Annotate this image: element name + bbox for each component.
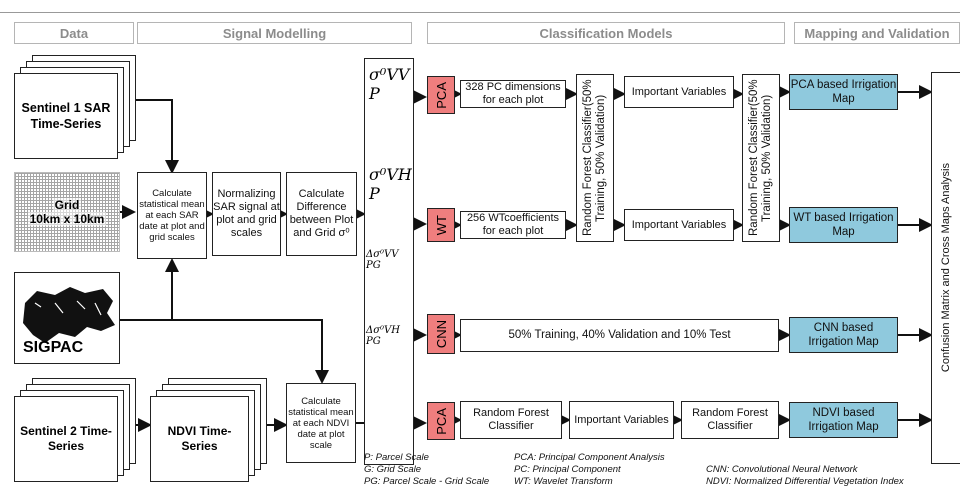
cnn-split-box: 50% Training, 40% Validation and 10% Tes… [460, 319, 779, 352]
grid-title: Grid [52, 198, 82, 212]
validation-label: Confusion Matrix and Cross Maps Analysis [939, 163, 952, 373]
top-border [0, 12, 960, 13]
sigpac-region-icon [23, 287, 115, 343]
cnn-irrigation-map: CNN based Irrigation Map [789, 317, 898, 353]
validation-box: Confusion Matrix and Cross Maps Analysis [931, 72, 960, 464]
rf-classifier-1-label: Random Forest Classifier(50% Training, 5… [582, 79, 607, 237]
wt-irrigation-map: WT based Irrigation Map [789, 207, 898, 243]
legend-pca: PCA: Principal Component Analysis [514, 452, 665, 463]
method-pca-ndvi-label: PCA [433, 407, 449, 435]
method-cnn-label: CNN [433, 319, 449, 349]
header-classification-models: Classification Models [427, 22, 785, 44]
header-mapping-validation: Mapping and Validation [794, 22, 960, 44]
important-vars-2: Important Variables [624, 209, 734, 241]
legend-g: G: Grid Scale [364, 464, 422, 475]
ndvi-label: NDVI Time-Series [150, 396, 249, 482]
rf-ndvi-1: Random Forest Classifier [460, 401, 562, 439]
signals-column: σ⁰VV P σ⁰VH P Δσ⁰VV PG Δσ⁰VH PG [364, 58, 414, 465]
signal-vh-plot: σ⁰VH P [369, 165, 412, 203]
sentinel2-stack: Sentinel 2 Time-Series [14, 378, 138, 483]
method-wt-box: WT [427, 208, 455, 242]
grid-image: Grid 10km x 10km [14, 172, 120, 252]
method-cnn-box: CNN [427, 314, 455, 354]
sigpac-label: SIGPAC [23, 339, 84, 356]
signal-vv-diff: Δσ⁰VV PG [366, 249, 399, 271]
important-vars-1: Important Variables [624, 76, 734, 108]
legend-col-3: CNN: Convolutional Neural Network NDVI: … [706, 464, 904, 488]
legend-p: P: Parcel Scale [364, 452, 429, 463]
legend-pc: PC: Principal Component [514, 464, 621, 475]
pca-dims-box: 328 PC dimensions for each plot [460, 80, 566, 108]
header-signal-modelling: Signal Modelling [137, 22, 412, 44]
legend-col-2: PCA: Principal Component Analysis PC: Pr… [514, 452, 665, 488]
method-pca-label: PCA [433, 81, 449, 109]
calc-stat-sar-box: Calculate statistical mean at each SAR d… [137, 172, 207, 259]
sentinel1-label: Sentinel 1 SAR Time-Series [14, 73, 118, 159]
rf-classifier-1: Random Forest Classifier(50% Training, 5… [576, 74, 614, 242]
legend-cnn: CNN: Convolutional Neural Network [706, 464, 858, 475]
ndvi-stack: NDVI Time-Series [150, 378, 274, 483]
normalizing-box: Normalizing SAR signal at plot and grid … [212, 172, 281, 256]
signal-vv-plot: σ⁰VV P [369, 65, 410, 103]
header-data: Data [14, 22, 134, 44]
legend-ndvi: NDVI: Normalized Differential Vegetation… [706, 476, 904, 487]
method-pca-box: PCA [427, 76, 455, 114]
grid-size: 10km x 10km [27, 212, 107, 226]
sentinel1-stack: Sentinel 1 SAR Time-Series [14, 55, 138, 159]
legend-wt: WT: Wavelet Transform [514, 476, 613, 487]
legend-pg: PG: Parcel Scale - Grid Scale [364, 476, 490, 487]
ndvi-irrigation-map: NDVI based Irrigation Map [789, 402, 898, 438]
rf-classifier-2-label: Random Forest Classifier(50% Training, 5… [748, 79, 773, 237]
signal-vh-diff: Δσ⁰VH PG [366, 325, 400, 347]
calc-diff-box: Calculate Difference between Plot and Gr… [286, 172, 357, 256]
rf-ndvi-2: Random Forest Classifier [681, 401, 779, 439]
method-wt-label: WT [433, 214, 449, 236]
method-pca-ndvi-box: PCA [427, 402, 455, 440]
calc-stat-ndvi-box: Calculate statistical mean at each NDVI … [286, 383, 356, 463]
sentinel2-label: Sentinel 2 Time-Series [14, 396, 118, 482]
important-vars-ndvi: Important Variables [569, 401, 674, 439]
pca-irrigation-map: PCA based Irrigation Map [789, 74, 898, 110]
legend-col-1: P: Parcel Scale G: Grid Scale PG: Parcel… [364, 452, 489, 488]
sigpac-map: SIGPAC [14, 272, 120, 364]
rf-classifier-2: Random Forest Classifier(50% Training, 5… [742, 74, 780, 242]
wt-coeffs-box: 256 WTcoefficients for each plot [460, 211, 566, 239]
